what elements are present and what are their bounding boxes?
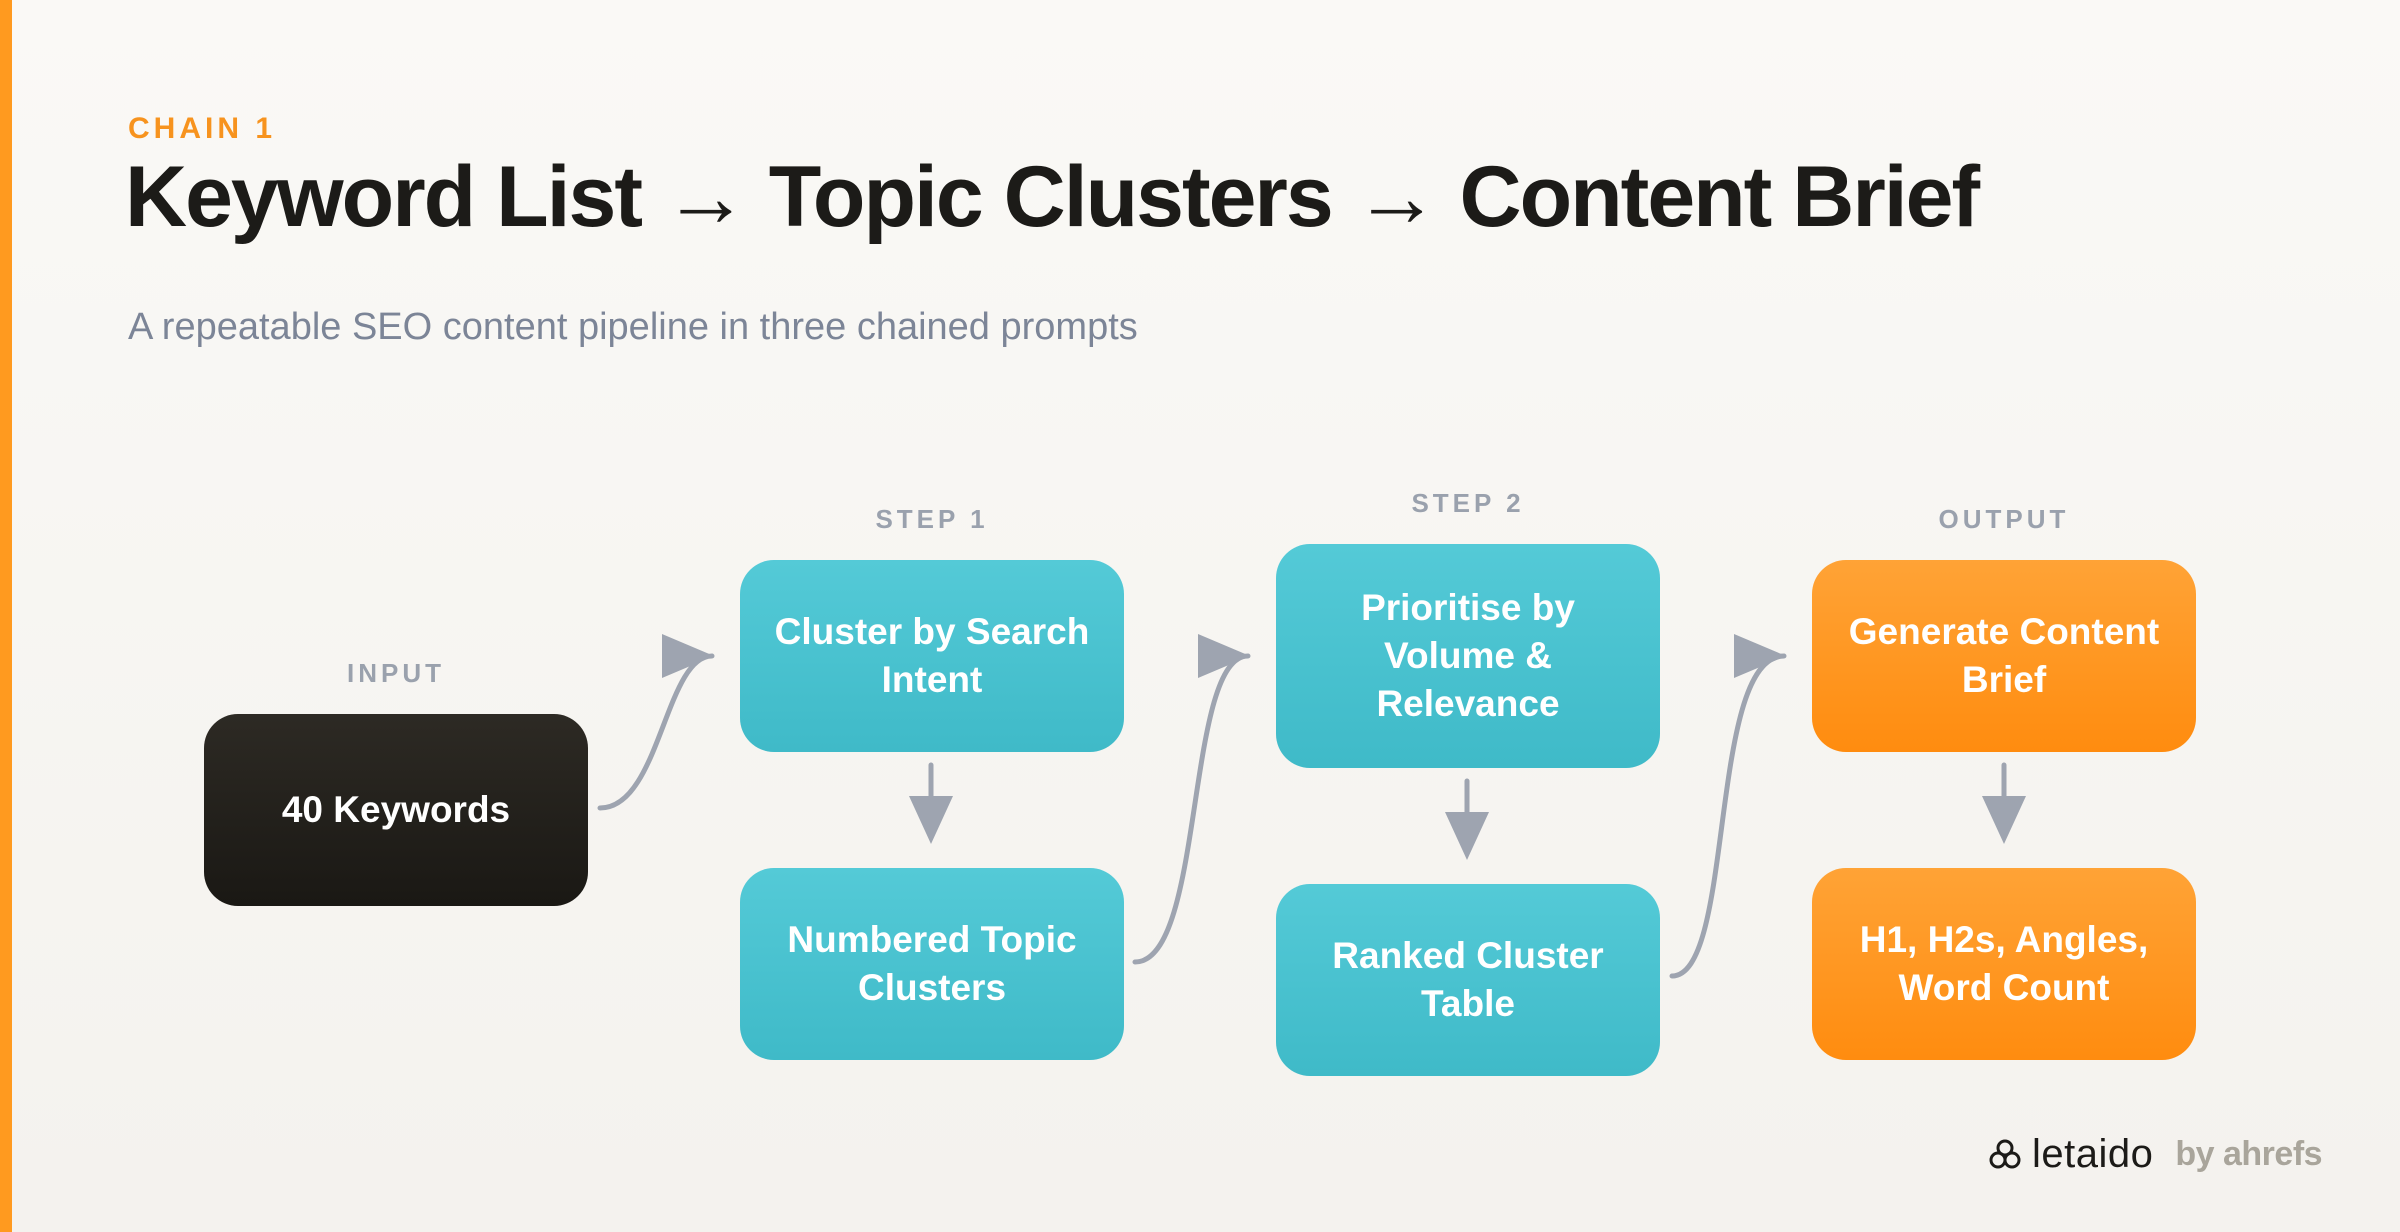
connector-step1-to-step2 (1132, 653, 1251, 965)
arrowhead-step2 (1198, 634, 1250, 678)
letaido-logo-icon (1989, 1139, 2021, 1168)
arrowhead-step1 (662, 634, 714, 678)
arrowhead-step1-down (909, 796, 953, 844)
page-subtitle: A repeatable SEO content pipeline in thr… (128, 306, 1138, 348)
connector-input-to-step1 (597, 653, 715, 811)
step2-bottom-node: Ranked Cluster Table (1276, 884, 1660, 1076)
brand-by: by ahrefs (2175, 1135, 2323, 1173)
step2-label: STEP 2 (1411, 488, 1525, 518)
page-title: Keyword List → Topic Clusters → Content … (125, 149, 1980, 245)
arrowhead-output-down (1982, 796, 2026, 844)
connector-step2-to-output (1669, 653, 1787, 979)
arrowhead-output (1734, 634, 1786, 678)
arrowhead-step2-down (1445, 812, 1489, 860)
brand-footer: letaido by ahrefs (1988, 1132, 2323, 1177)
input-label: INPUT (347, 658, 445, 688)
step1-label: STEP 1 (875, 504, 989, 534)
accent-bar (0, 0, 12, 1232)
brand-name: letaido (2032, 1132, 2154, 1176)
output-top-node: Generate Content Brief (1812, 560, 2196, 752)
output-label: OUTPUT (1938, 504, 2070, 534)
step2-top-node: Prioritise by Volume & Relevance (1276, 544, 1660, 768)
step1-bottom-node: Numbered Topic Clusters (740, 868, 1124, 1060)
step1-top-node: Cluster by Search Intent (740, 560, 1124, 752)
chain-eyebrow: CHAIN 1 (128, 112, 277, 145)
output-bottom-node: H1, H2s, Angles, Word Count (1812, 868, 2196, 1060)
input-node: 40 Keywords (204, 714, 588, 906)
